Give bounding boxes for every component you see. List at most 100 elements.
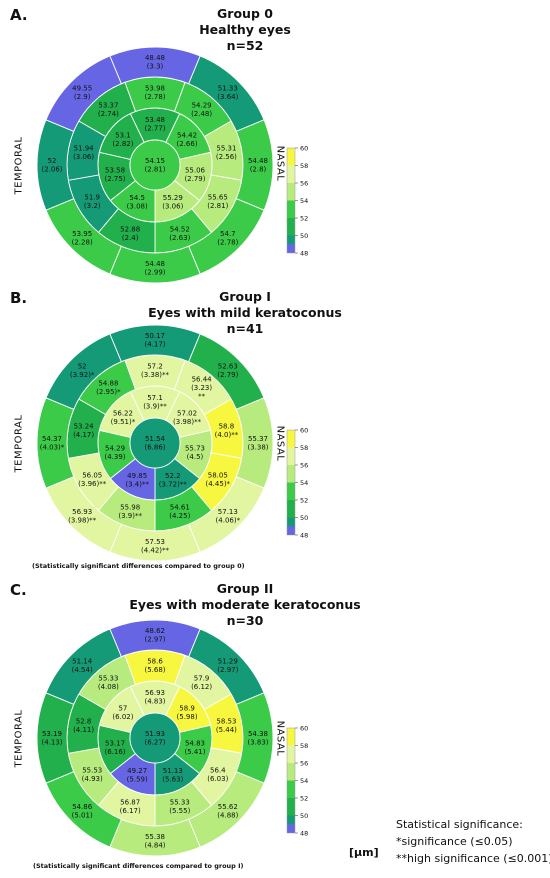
colorbar-segment	[287, 447, 295, 465]
panel-c-significance-note: (Statistically significant differences c…	[33, 862, 244, 870]
sector-label-inner-1: 57.02(3.98)**	[173, 410, 202, 427]
colorbar-tick-label: 48	[300, 532, 308, 540]
colorbar-tick-label: 60	[300, 145, 308, 153]
sector-label-innerRing-7: 53.24(4.17)	[73, 423, 94, 440]
significance-line2: **high significance (≤0.001)	[396, 852, 550, 865]
colorbar-tick-label: 48	[300, 250, 308, 258]
sector-label-inner-6: 56.22(9.51)*	[111, 410, 136, 427]
sector-label-innerRing-0: 58.6(5.68)	[144, 658, 165, 675]
panel-a-temporal-label: TEMPORAL	[13, 136, 25, 195]
sector-label-innerRing-1: 54.29(2.48)	[191, 102, 212, 119]
sector-label-inner-4: 49.27(5.59)	[127, 767, 148, 784]
sector-label-inner-0: 53.48(2.77)	[144, 116, 165, 133]
sector-label-innerRing-8: 55.33(4.08)	[98, 675, 119, 692]
colorbar-tick-label: 56	[300, 462, 308, 470]
sector-label-outer-7: 52(3.92)*	[70, 362, 95, 379]
sector-label-inner-2: 55.06(2.79)	[184, 166, 205, 183]
panel-c-letter: C.	[10, 581, 27, 599]
colorbar-segment	[287, 526, 295, 535]
colorbar-segment	[287, 218, 295, 236]
sector-outer-7	[45, 55, 122, 132]
sector-label-inner-5: 54.29(4.39)	[104, 444, 125, 461]
sector-outer-7	[45, 628, 122, 705]
colorbar-tick-label: 54	[300, 777, 308, 785]
sector-label-inner-0: 57.1(3.9)**	[143, 394, 167, 411]
sector-label-innerRing-5: 56.87(6.17)	[120, 798, 141, 815]
unit-label: [µm]	[349, 846, 379, 859]
colorbar-tick-label: 56	[300, 760, 308, 768]
sector-label-outer-1: 51.29(2.97)	[217, 657, 238, 674]
sector-label-outer-3: 54.7(2.78)	[217, 230, 238, 247]
colorbar-segment	[287, 183, 295, 201]
sector-label-outer-4: 55.38(4.84)	[144, 833, 165, 850]
sector-label-inner-3: 51.13(5.63)	[162, 767, 183, 784]
sector-label-inner-2: 55.73(4.5)	[185, 444, 205, 461]
panel-b-title: Group I Eyes with mild keratoconus n=41	[115, 289, 375, 337]
sector-label-innerRing-4: 55.33(5.55)	[169, 798, 190, 815]
panel-a-title-line2: Healthy eyes	[199, 22, 291, 37]
sector-label-outer-4: 54.48(2.99)	[144, 260, 165, 277]
sector-label-outer-7: 51.14(4.54)	[72, 657, 93, 674]
panel-c-title-line1: Group II	[216, 581, 274, 596]
colorbar-segment	[287, 430, 295, 448]
sector-label-innerRing-3: 58.05(4.45)*	[206, 471, 231, 488]
colorbar-segment	[287, 780, 295, 798]
colorbar-tick-label: 48	[300, 830, 308, 838]
sector-label-inner-3: 52.2(3.72)**	[159, 472, 188, 489]
sector-label-innerRing-6: 51.9(3.2)	[84, 193, 101, 210]
colorbar-tick-label: 54	[300, 479, 308, 487]
colorbar-tick-label: 58	[300, 162, 308, 170]
colorbar-tick-label: 52	[300, 497, 308, 505]
colorbar-segment	[287, 482, 295, 500]
sector-label-inner-0: 56.93(4.83)	[144, 689, 165, 706]
sector-label-outer-2: 54.48(2.8)	[248, 157, 268, 174]
sector-label-innerRing-5: 55.98(3.9)**	[118, 503, 142, 520]
sector-label-inner-3: 55.29(3.06)	[162, 194, 183, 211]
sector-label-inner-1: 54.42(2.66)	[177, 132, 198, 149]
sector-label-outer-5: 56.93(3.98)**	[68, 508, 97, 525]
sector-label-innerRing-5: 52.88(2.4)	[120, 225, 140, 242]
significance-line1: *significance (≤0.05)	[396, 835, 513, 848]
colorbar-tick-label: 54	[300, 197, 308, 205]
sector-center	[129, 712, 181, 764]
colorbar-segment	[287, 798, 295, 816]
sector-label-inner-5: 53.58(2.75)	[104, 166, 125, 183]
sector-outer-7	[45, 333, 122, 410]
colorbar-tick-label: 50	[300, 812, 308, 820]
sector-label-outer-5: 54.86(5.01)	[72, 803, 93, 820]
sector-label-innerRing-0: 57.2(3.38)**	[141, 363, 170, 380]
sector-label-outer-6: 53.19(4.13)	[41, 730, 62, 747]
sector-label-outer-2: 55.37(3.38)	[247, 435, 268, 452]
colorbar-tick-label: 52	[300, 215, 308, 223]
panel-c-title-line3: n=30	[226, 613, 264, 628]
panel-c-temporal-label: TEMPORAL	[13, 709, 25, 768]
sector-label-innerRing-6: 55.53(4.93)	[82, 766, 103, 783]
sector-label-inner-2: 54.83(5.41)	[184, 739, 205, 756]
colorbar-tick-label: 50	[300, 514, 308, 522]
sector-label-inner-1: 58.9(5.98)	[177, 705, 198, 722]
colorbar-segment	[287, 500, 295, 518]
sector-label-outer-2: 54.38(3.83)	[247, 730, 268, 747]
sector-label-center: 54.15(2.81)	[144, 157, 165, 174]
sector-label-inner-4: 49.85(3.4)**	[125, 472, 149, 489]
panel-b-temporal-label: TEMPORAL	[13, 414, 25, 473]
sector-center	[129, 417, 181, 469]
sector-label-outer-4: 57.53(4.42)**	[141, 538, 170, 555]
sector-label-innerRing-3: 55.65(2.81)	[207, 193, 228, 210]
sector-center	[129, 139, 181, 191]
panel-b-title-line3: n=41	[226, 321, 264, 336]
sector-label-innerRing-1: 57.9(6.12)	[191, 675, 212, 692]
sector-label-outer-7: 49.55(2.9)	[72, 84, 92, 101]
panel-a-title-line3: n=52	[226, 38, 264, 53]
significance-legend: Statistical significance: *significance …	[396, 816, 550, 867]
colorbar-segment	[287, 745, 295, 763]
sector-label-outer-0: 50.17(4.17)	[144, 332, 165, 349]
sector-label-innerRing-4: 54.52(2.63)	[169, 225, 190, 242]
panel-a-title: Group 0 Healthy eyes n=52	[115, 6, 375, 54]
sector-label-innerRing-8: 53.37(2.74)	[98, 102, 119, 119]
sector-label-innerRing-2: 58.53(5.44)	[216, 718, 237, 735]
sector-label-outer-6: 54.37(4.03)*	[40, 435, 65, 452]
sector-label-inner-6: 57(6.02)	[112, 705, 133, 722]
